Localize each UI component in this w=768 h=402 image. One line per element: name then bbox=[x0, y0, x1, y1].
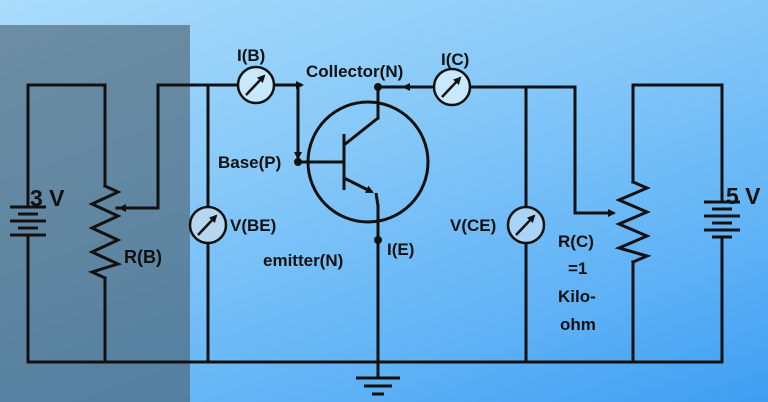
collector-resistor bbox=[614, 180, 652, 264]
collector-resistor-label-1: R(C) bbox=[558, 232, 594, 251]
vbe-label: V(BE) bbox=[230, 216, 276, 235]
vce-label: V(CE) bbox=[450, 216, 496, 235]
right-source-loop-wire bbox=[631, 83, 724, 202]
vce-meter-icon bbox=[506, 205, 546, 245]
right-voltage-label: 5 V bbox=[726, 183, 761, 209]
emitter-current-label: I(E) bbox=[387, 240, 414, 259]
base-resistor bbox=[87, 184, 123, 280]
left-battery bbox=[10, 205, 46, 237]
left-voltage-label: 3 V bbox=[30, 185, 65, 211]
collector-resistor-label-2: =1 bbox=[568, 259, 587, 278]
collector-current-label: I(C) bbox=[441, 50, 469, 69]
emitter-label: emitter(N) bbox=[263, 251, 343, 270]
collector-resistor-label-4: ohm bbox=[560, 315, 596, 334]
base-current-label: I(B) bbox=[237, 46, 265, 65]
left-source-loop-wire bbox=[26, 83, 107, 207]
vbe-meter-icon bbox=[188, 205, 228, 245]
ic-meter-icon bbox=[432, 67, 472, 107]
collector-resistor-label-3: Kilo- bbox=[558, 287, 596, 306]
npn-transistor-icon bbox=[306, 100, 430, 224]
base-label: Base(P) bbox=[218, 153, 281, 172]
collector-label: Collector(N) bbox=[306, 62, 403, 81]
junction-dots bbox=[294, 83, 382, 244]
right-battery bbox=[704, 200, 740, 239]
base-wiper-wire bbox=[115, 83, 240, 210]
ib-meter-icon bbox=[236, 65, 276, 105]
ground-icon bbox=[356, 376, 400, 396]
base-resistor-label: R(B) bbox=[124, 247, 162, 267]
